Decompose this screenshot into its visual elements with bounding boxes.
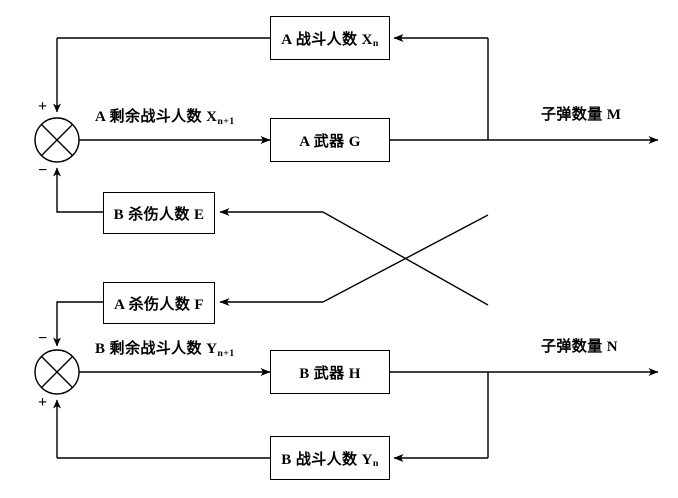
signal-label-bullets-m: 子弹数量 M bbox=[541, 107, 622, 123]
sum-a-cross-2 bbox=[40, 123, 74, 157]
wire-kill-f-to-sum-b-minus bbox=[53, 301, 103, 347]
wire-cross-diagonal-to-kill-f bbox=[322, 214, 489, 303]
sum-b-circle bbox=[34, 349, 80, 395]
block-b-weapon-h[interactable]: B 武器 H bbox=[270, 350, 390, 394]
signal-label-a-remaining-xn1: A 剩余战斗人数 Xn+1 bbox=[95, 109, 235, 127]
block-a-weapon-g[interactable]: A 武器 G bbox=[270, 118, 390, 162]
block-b-casualties-e-label: B 杀伤人数 E bbox=[113, 206, 205, 223]
block-a-fighters-xn-label: A 战斗人数 Xn bbox=[281, 31, 379, 50]
block-b-casualties-e[interactable]: B 杀伤人数 E bbox=[103, 192, 215, 234]
sum-a-circle bbox=[34, 117, 80, 163]
sum-a-plus-sign: + bbox=[38, 98, 48, 115]
sum-b-cross-2 bbox=[40, 355, 74, 389]
sum-a-minus-sign: − bbox=[38, 162, 48, 179]
block-a-fighters-xn[interactable]: A 战斗人数 Xn bbox=[270, 16, 390, 60]
block-b-weapon-h-label: B 武器 H bbox=[299, 365, 361, 382]
wire-kill-e-to-sum-a-minus bbox=[53, 167, 103, 213]
block-a-casualties-f-label: A 杀伤人数 F bbox=[114, 296, 204, 313]
signal-label-b-remaining-yn1: B 剩余战斗人数 Yn+1 bbox=[95, 341, 235, 359]
block-b-fighters-yn-label: B 战斗人数 Yn bbox=[281, 451, 379, 470]
signal-label-bullets-n: 子弹数量 N bbox=[541, 339, 618, 355]
block-b-fighters-yn[interactable]: B 战斗人数 Yn bbox=[270, 436, 390, 480]
block-a-casualties-f[interactable]: A 杀伤人数 F bbox=[103, 282, 215, 324]
block-a-weapon-g-label: A 武器 G bbox=[299, 133, 361, 150]
sum-b-plus-sign: + bbox=[38, 394, 48, 411]
sum-b-minus-sign: − bbox=[38, 330, 48, 347]
